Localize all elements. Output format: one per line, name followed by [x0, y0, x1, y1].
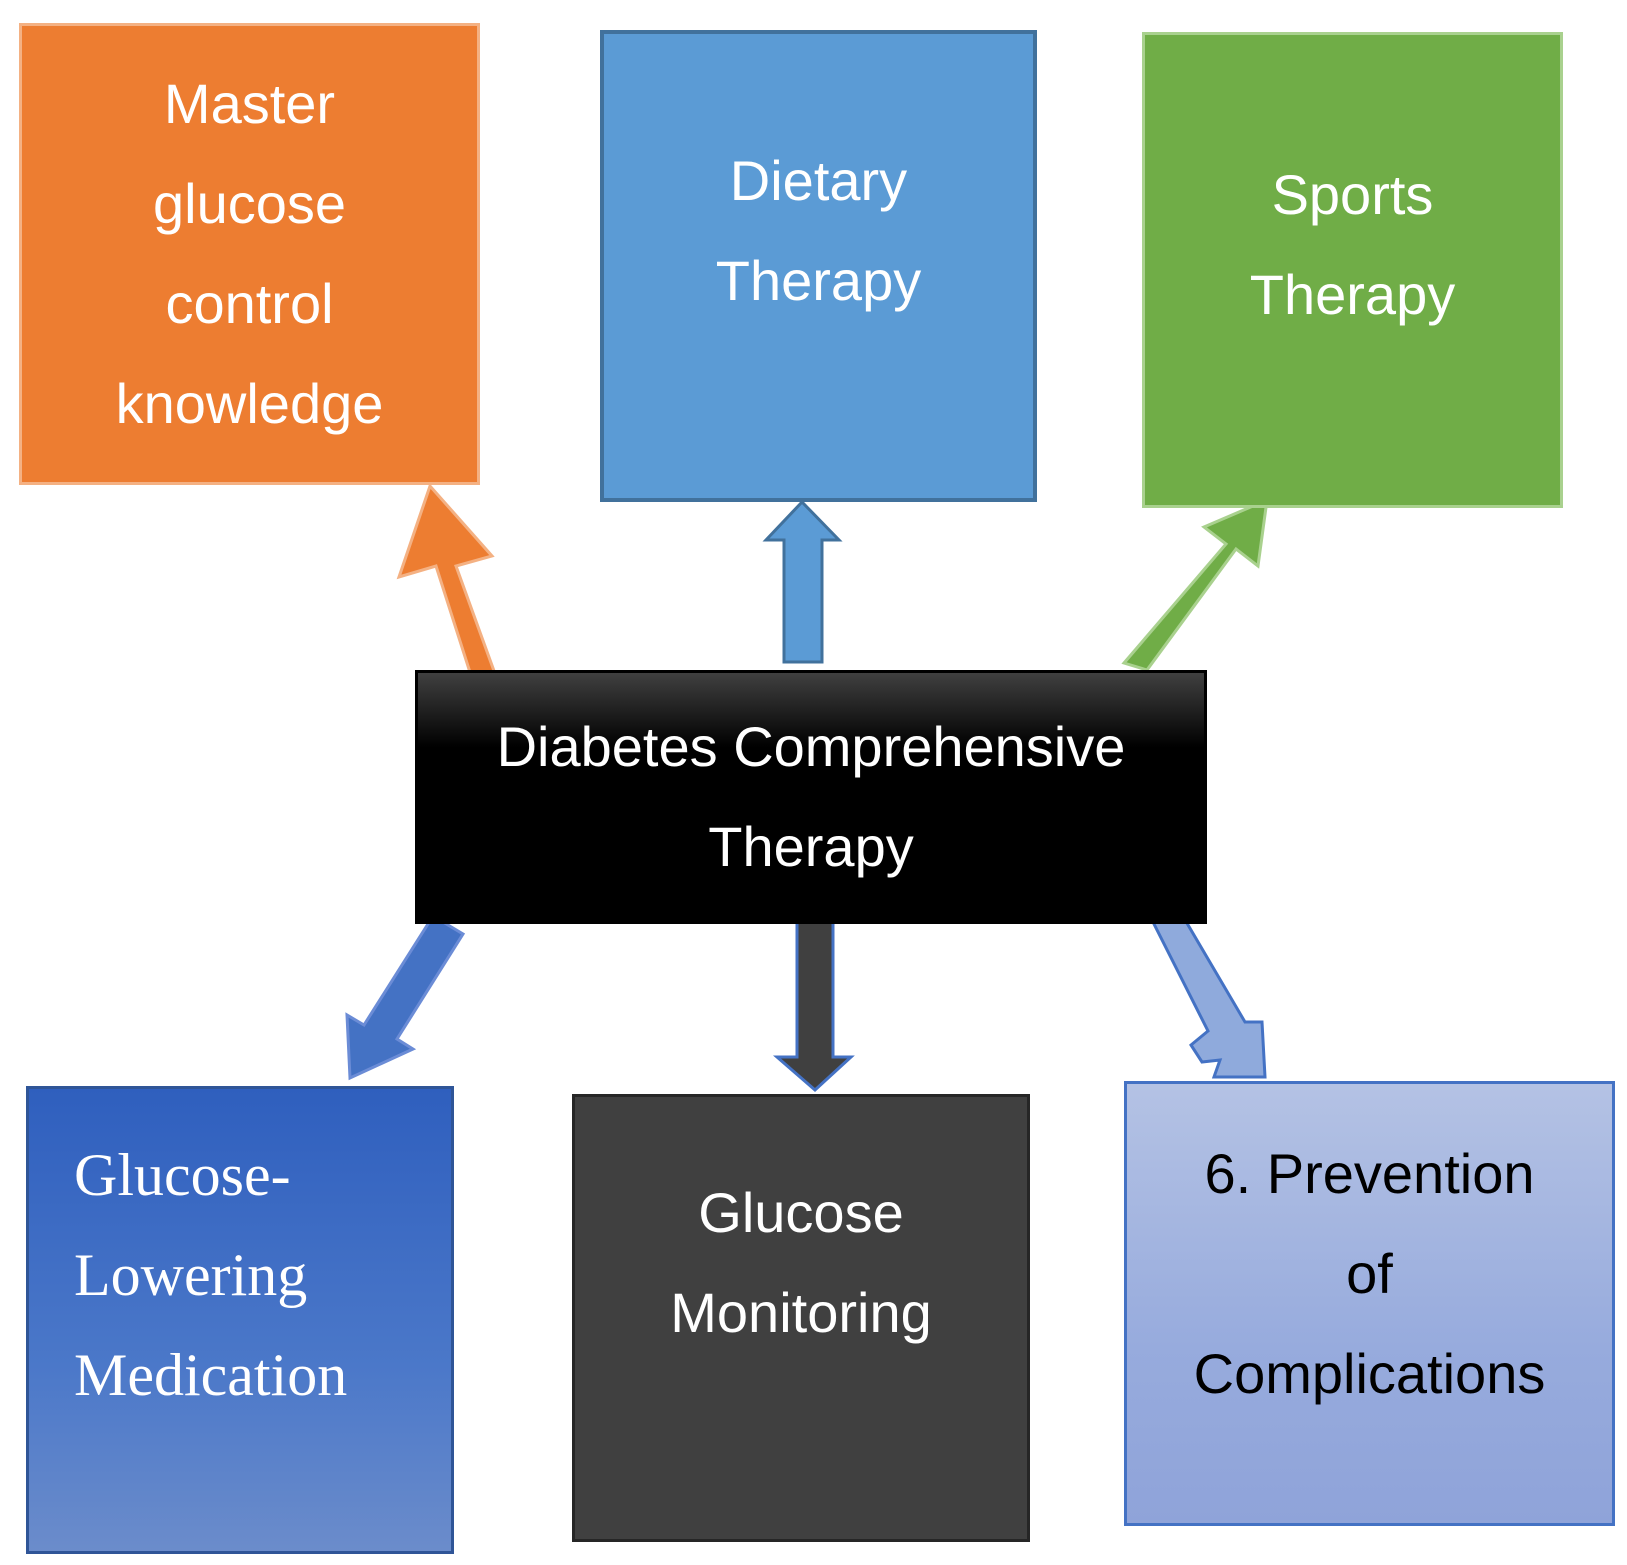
- sports-therapy-box: Sports Therapy: [1142, 32, 1563, 508]
- prevention-line-2: of: [1346, 1241, 1393, 1305]
- monitoring-box: Glucose Monitoring: [572, 1094, 1030, 1542]
- arrow-to-medication: [345, 913, 466, 1081]
- center-box: Diabetes Comprehensive Therapy: [415, 670, 1207, 924]
- prevention-box: 6. Prevention of Complications: [1124, 1081, 1615, 1526]
- arrow-to-sports: [1121, 497, 1269, 672]
- knowledge-line-3: control: [165, 272, 334, 335]
- dietary-therapy-box: Dietary Therapy: [600, 30, 1037, 502]
- arrow-to-prevention: [1149, 911, 1267, 1079]
- sports-line-2: Therapy: [1249, 263, 1456, 326]
- center-line-2: Therapy: [708, 815, 914, 878]
- prevention-line-1: 6. Prevention: [1204, 1141, 1535, 1205]
- knowledge-line-2: glucose: [152, 172, 347, 235]
- center-line-1: Diabetes Comprehensive: [496, 715, 1126, 778]
- medication-line-3: Medication: [74, 1342, 348, 1408]
- knowledge-box: Master glucose control knowledge: [19, 23, 480, 485]
- diet-line-2: Therapy: [715, 249, 922, 312]
- monitoring-line-2: Monitoring: [670, 1281, 932, 1344]
- sports-line-1: Sports: [1271, 163, 1434, 226]
- prevention-line-3: Complications: [1193, 1341, 1546, 1405]
- arrow-to-monitoring: [772, 910, 855, 1093]
- arrow-to-knowledge: [396, 483, 500, 690]
- arrow-to-diet: [762, 499, 843, 664]
- diet-line-1: Dietary: [729, 149, 908, 212]
- medication-line-2: Lowering: [74, 1242, 308, 1308]
- knowledge-line-4: knowledge: [115, 372, 384, 435]
- medication-box: Glucose- Lowering Medication: [26, 1086, 454, 1554]
- monitoring-line-1: Glucose: [698, 1181, 904, 1244]
- knowledge-line-1: Master: [163, 72, 336, 135]
- medication-line-1: Glucose-: [74, 1142, 291, 1208]
